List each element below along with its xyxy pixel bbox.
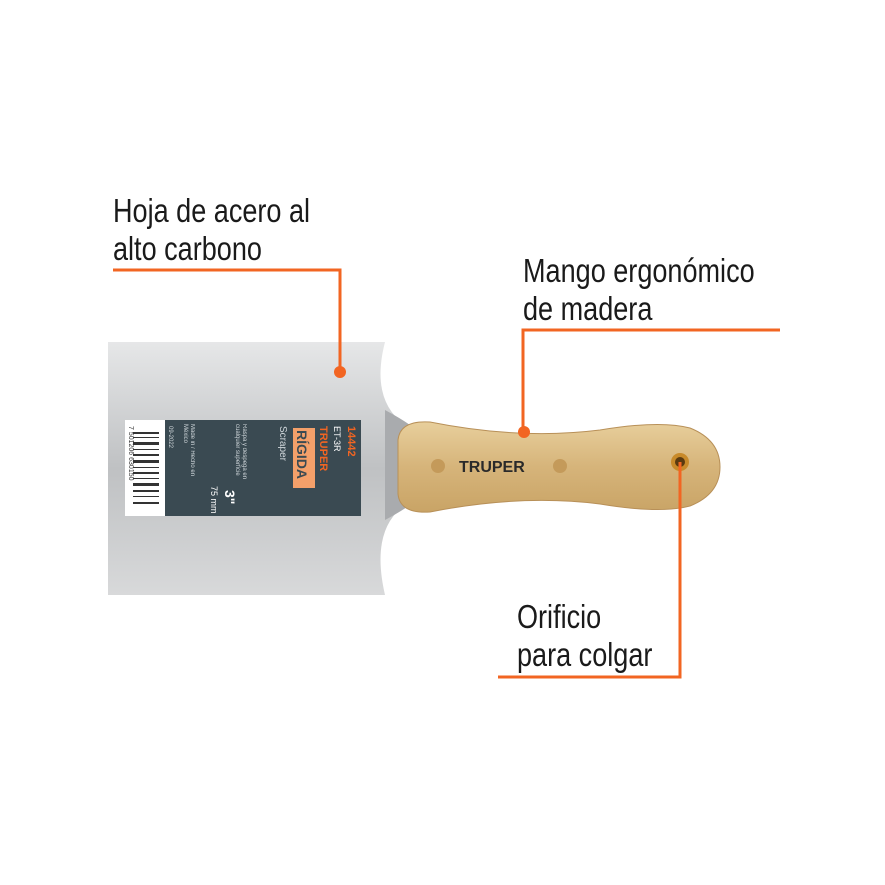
- blade-callout: Hoja de acero al alto carbono: [113, 192, 310, 268]
- hole-callout-line: [498, 462, 682, 679]
- rivet-icon: [431, 459, 445, 473]
- size-inch: 3": [222, 490, 238, 504]
- hole-callout-line2: para colgar: [517, 636, 653, 673]
- hole-callout-line1: Orificio: [517, 598, 602, 635]
- blade-callout-dot: [334, 366, 346, 378]
- product-label: 7 501206 630150 09-2022 Made in / Hecho …: [125, 420, 361, 516]
- handle-callout-dot: [518, 426, 530, 438]
- blade-callout-line1: Hoja de acero al: [113, 192, 311, 229]
- type-en: Scraper: [277, 426, 288, 462]
- type-label: RÍGIDA: [294, 430, 310, 479]
- rivet-icon: [553, 459, 567, 473]
- blade-callout-line2: alto carbono: [113, 230, 262, 267]
- size-mm: 75 mm: [209, 486, 219, 514]
- model-code: ET-3R: [332, 426, 342, 452]
- handle-callout-line: [521, 328, 780, 432]
- origin-text: Made in / Hecho en México: [182, 424, 195, 477]
- handle-callout: Mango ergonómico de madera: [523, 252, 755, 328]
- description-text: Raspa y despega en cualquier superficie: [234, 424, 247, 480]
- handle-brand: TRUPER: [459, 459, 525, 476]
- handle-callout-line2: de madera: [523, 290, 653, 327]
- handle-callout-line1: Mango ergonómico: [523, 252, 755, 289]
- date-text: 09-2022: [167, 426, 173, 449]
- label-brand: TRUPER: [317, 426, 329, 471]
- blade-callout-line: [113, 268, 342, 372]
- product-code: 14442: [345, 426, 357, 457]
- hole-callout: Orificio para colgar: [517, 598, 652, 674]
- barcode-number: 7 501206 630150: [127, 426, 134, 481]
